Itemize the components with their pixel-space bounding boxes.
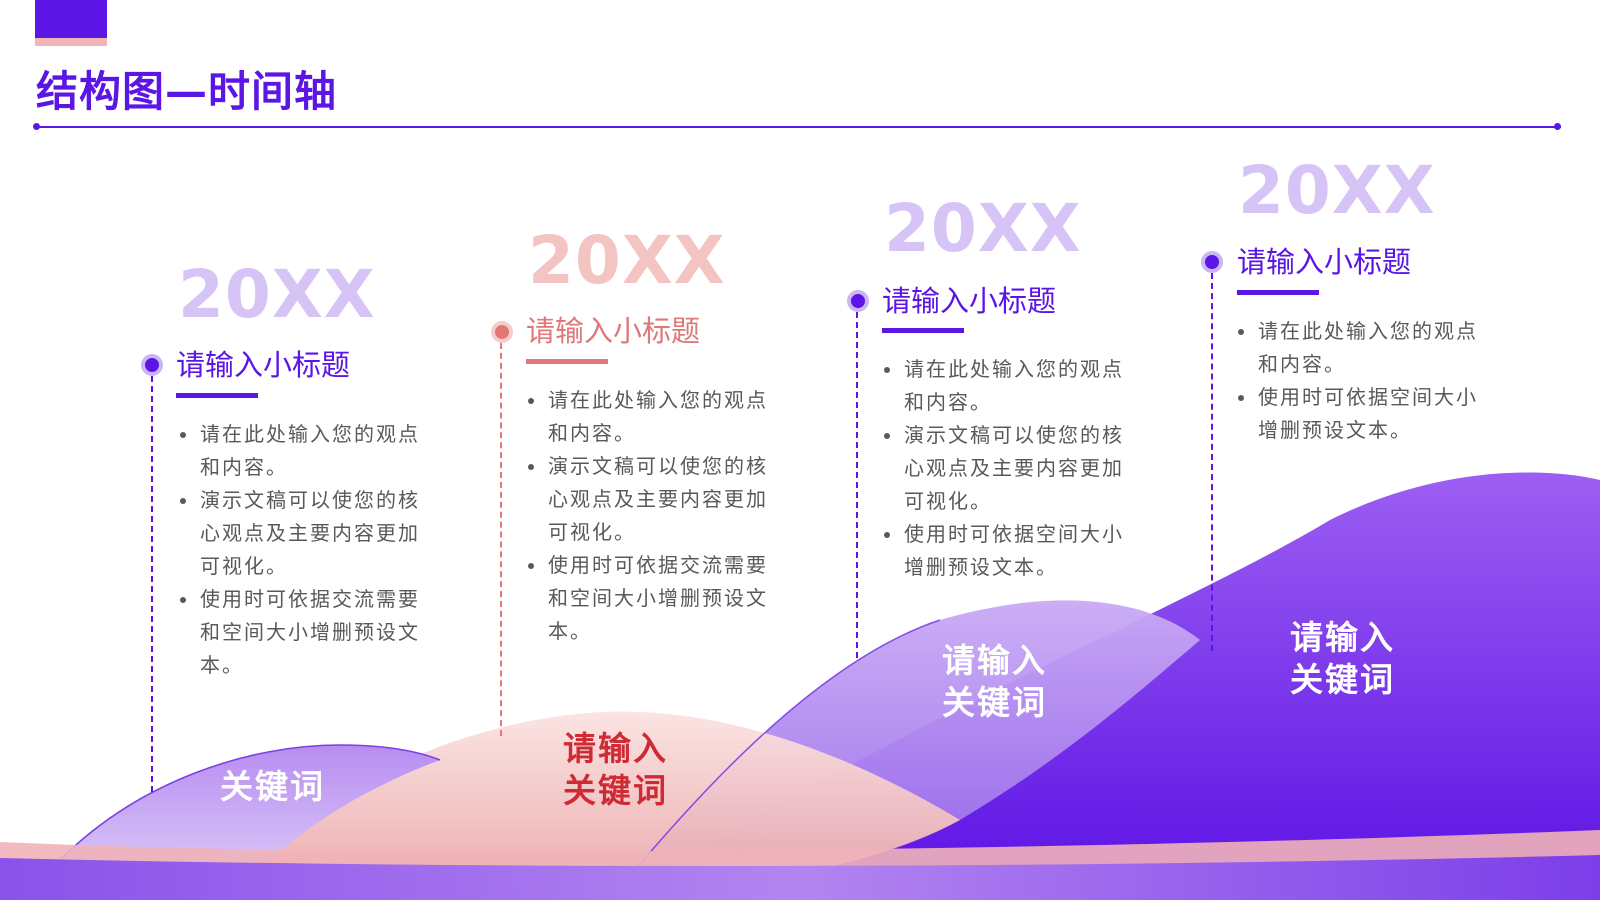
bullet-2-2: 演示文稿可以使您的核心观点及主要内容更加可视化。: [524, 450, 774, 549]
bullet-4-2: 使用时可依据空间大小增删预设文本。: [1234, 381, 1484, 447]
divider-end-dot: [1554, 123, 1561, 130]
keyword-2-line-1: 请输入: [563, 729, 668, 768]
bullet-1-1: 请在此处输入您的观点和内容。: [176, 418, 426, 484]
keyword-3-line-1: 请输入: [942, 641, 1047, 680]
subtitle-4: 请输入小标题: [1237, 245, 1412, 279]
timeline-connector-2: [500, 343, 502, 736]
bullet-4-1: 请在此处输入您的观点和内容。: [1234, 315, 1484, 381]
corner-accent-block: [35, 0, 107, 38]
keyword-4-line-2: 关键词: [1290, 660, 1395, 699]
bullet-list-3: 请在此处输入您的观点和内容。 演示文稿可以使您的核心观点及主要内容更加可视化。 …: [880, 353, 1130, 584]
timeline-node-1: [141, 354, 163, 376]
bullet-list-4: 请在此处输入您的观点和内容。 使用时可依据空间大小增删预设文本。: [1234, 315, 1484, 447]
bullet-list-2: 请在此处输入您的观点和内容。 演示文稿可以使您的核心观点及主要内容更加可视化。 …: [524, 384, 774, 648]
bullet-1-3: 使用时可依据交流需要和空间大小增删预设文本。: [176, 583, 426, 682]
subtitle-underline-3: [882, 328, 964, 333]
divider-start-dot: [33, 123, 40, 130]
bullet-3-3: 使用时可依据空间大小增删预设文本。: [880, 518, 1130, 584]
year-label-2: 20XX: [528, 222, 726, 299]
subtitle-underline-4: [1237, 290, 1319, 295]
corner-accent-stripe: [35, 38, 107, 46]
subtitle-underline-2: [526, 359, 608, 364]
subtitle-3: 请输入小标题: [882, 284, 1057, 318]
ground-purple: [0, 855, 1600, 900]
timeline-connector-4: [1211, 273, 1213, 651]
hill-1: [60, 745, 440, 870]
keyword-2: 请输入 关键词: [563, 728, 668, 812]
bullet-1-2: 演示文稿可以使您的核心观点及主要内容更加可视化。: [176, 484, 426, 583]
page-title: 结构图—时间轴: [36, 67, 338, 116]
keyword-3-line-2: 关键词: [942, 683, 1047, 722]
bullet-3-1: 请在此处输入您的观点和内容。: [880, 353, 1130, 419]
bullet-list-1: 请在此处输入您的观点和内容。 演示文稿可以使您的核心观点及主要内容更加可视化。 …: [176, 418, 426, 682]
keyword-2-line-2: 关键词: [563, 771, 668, 810]
subtitle-1: 请输入小标题: [176, 348, 351, 382]
subtitle-2: 请输入小标题: [526, 314, 701, 348]
bullet-2-3: 使用时可依据交流需要和空间大小增删预设文本。: [524, 549, 774, 648]
year-label-4: 20XX: [1238, 152, 1436, 229]
keyword-4-line-1: 请输入: [1290, 618, 1395, 657]
timeline-connector-1: [151, 376, 153, 792]
keyword-3: 请输入 关键词: [942, 640, 1047, 724]
subtitle-underline-1: [176, 393, 258, 398]
timeline-node-2: [491, 321, 513, 343]
timeline-node-3: [847, 290, 869, 312]
timeline-connector-3: [856, 312, 858, 658]
timeline-node-4: [1201, 251, 1223, 273]
year-label-3: 20XX: [884, 190, 1082, 267]
year-label-1: 20XX: [178, 256, 376, 333]
keyword-4: 请输入 关键词: [1290, 617, 1395, 701]
bullet-2-1: 请在此处输入您的观点和内容。: [524, 384, 774, 450]
keyword-1: 关键词: [220, 767, 325, 806]
bullet-3-2: 演示文稿可以使您的核心观点及主要内容更加可视化。: [880, 419, 1130, 518]
title-divider: [36, 126, 1561, 128]
